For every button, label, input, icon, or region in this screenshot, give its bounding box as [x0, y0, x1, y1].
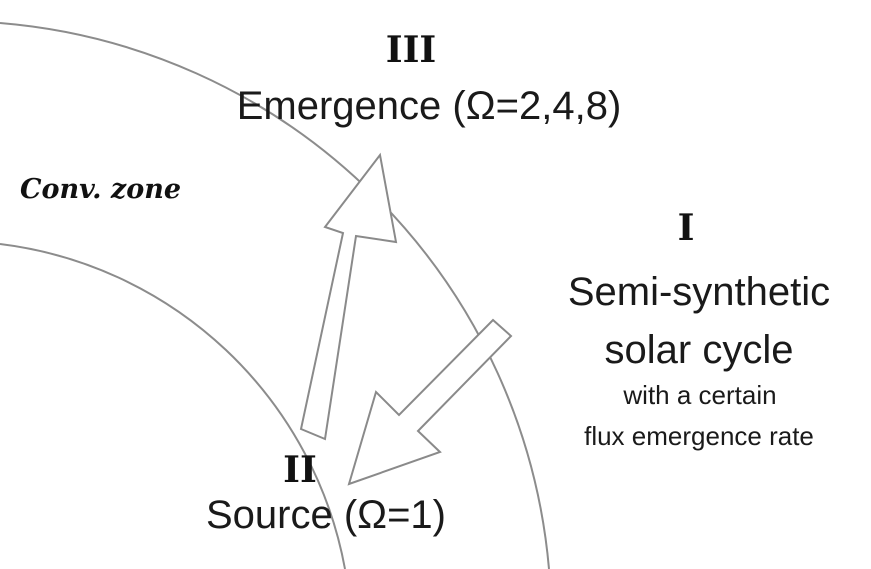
source-label: Source (Ω=1) — [206, 493, 446, 537]
inner-boundary-arc — [0, 243, 346, 569]
cycle-label-line3: with a certain — [623, 380, 777, 410]
cycle-label-line2: solar cycle — [604, 328, 794, 372]
emergence-label: Emergence (Ω=2,4,8) — [236, 84, 622, 128]
source-numeral: II — [283, 449, 317, 491]
cycle-label-line4: flux emergence rate — [584, 421, 814, 451]
arrow-down-cycle-to-source — [347, 318, 513, 486]
cycle-numeral: I — [677, 207, 695, 249]
emergence-numeral: III — [385, 29, 437, 71]
arrow-up-source-to-emergence — [299, 152, 398, 441]
cycle-label-line1: Semi-synthetic — [567, 270, 831, 314]
convection-zone-label: Conv. zone — [20, 174, 182, 205]
